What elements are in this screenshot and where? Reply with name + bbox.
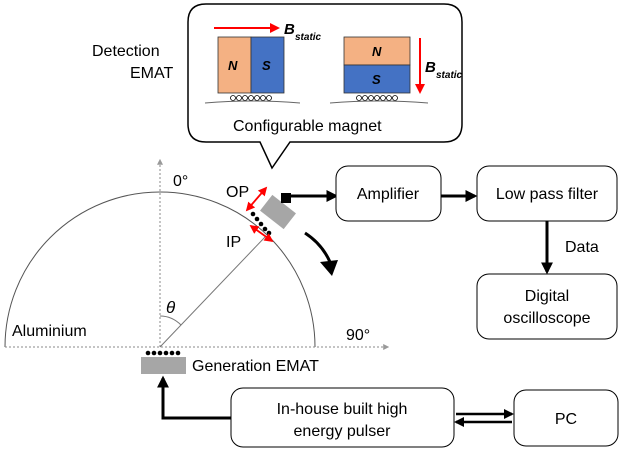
op-label: OP	[226, 184, 249, 201]
detection-connector	[281, 193, 291, 203]
field-subscript: static	[436, 70, 463, 81]
ip-direction-arrow	[249, 224, 274, 243]
north-pole-block	[217, 36, 252, 94]
north-pole-block	[343, 36, 411, 66]
aluminium-label: Aluminium	[12, 323, 87, 340]
op-direction-arrow	[245, 186, 268, 212]
field-symbol: B	[284, 21, 295, 38]
generation-coil-icon	[145, 350, 181, 356]
detection-emat-block	[260, 194, 296, 230]
field-subscript: static	[295, 32, 322, 43]
pc-label: PC	[555, 411, 577, 428]
field-symbol: B	[425, 59, 436, 76]
oscilloscope-box	[476, 273, 618, 340]
south-pole-block	[250, 36, 285, 94]
theta-arc	[159, 315, 182, 326]
angle-0-label: 0°	[173, 173, 188, 190]
data-label: Data	[565, 239, 599, 256]
pulser-to-generation-arrow	[157, 375, 231, 420]
generation-emat-block	[141, 357, 186, 374]
theta-label: θ	[166, 298, 176, 317]
south-pole-block	[343, 64, 411, 94]
south-label: S	[262, 58, 271, 73]
rotation-arrow-head	[320, 260, 338, 276]
coil-icon	[356, 95, 398, 101]
amplifier-box	[335, 165, 442, 222]
pulser-label-line1: In-house built high	[277, 401, 408, 418]
coil-icon	[230, 95, 272, 101]
detection-emat	[260, 194, 296, 230]
angle-90-label: 90°	[346, 327, 370, 344]
magnet-vertical-config: N S B static	[329, 36, 463, 104]
pc-box	[513, 389, 619, 447]
ip-label: IP	[226, 234, 241, 251]
lowpass-filter-label: Low pass filter	[496, 186, 599, 203]
south-label: S	[372, 72, 381, 87]
detection-label-line2: EMAT	[130, 65, 173, 82]
pulser-label-line2: energy pulser	[294, 423, 392, 440]
oscilloscope-label-line1: Digital	[525, 288, 569, 305]
oscilloscope-label-line2: oscilloscope	[503, 310, 590, 327]
north-label: N	[372, 44, 382, 59]
magnet-horizontal-config: N S B static	[204, 21, 322, 104]
detection-label-line1: Detection	[92, 43, 160, 60]
generation-emat-label: Generation EMAT	[192, 358, 319, 375]
north-label: N	[228, 58, 238, 73]
surface-line	[329, 100, 429, 104]
amplifier-label: Amplifier	[357, 186, 420, 203]
rotation-arrow	[304, 231, 332, 263]
propagation-path-line	[159, 235, 267, 348]
aluminium-half-disc	[4, 191, 316, 348]
bubble-caption: Configurable magnet	[233, 118, 382, 135]
surface-line	[204, 100, 301, 104]
